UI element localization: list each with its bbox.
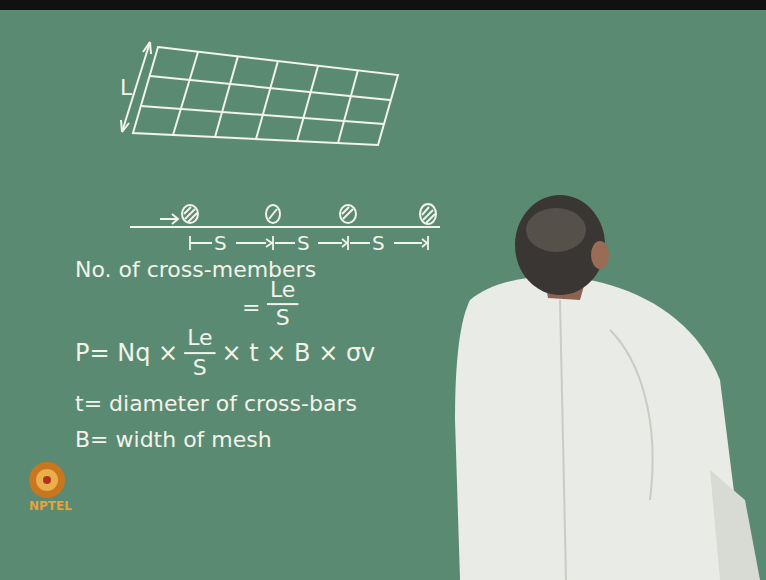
lecturer	[455, 195, 760, 580]
chalk-text: Le	[187, 326, 212, 350]
mesh-grid	[133, 47, 398, 145]
chalk-text: × t × B × σv	[222, 340, 376, 366]
chalk-text: P= Nq ×	[75, 340, 178, 366]
nptel-logo	[29, 462, 65, 498]
chalk-text: S	[193, 356, 207, 380]
chalk-text: S	[297, 232, 310, 254]
bar-section	[130, 214, 440, 227]
chalk-text: S	[276, 306, 290, 330]
chalk-text: S	[372, 232, 385, 254]
chalk-text: B= width of mesh	[75, 428, 272, 452]
chalk-text: =	[242, 296, 260, 320]
chalk-text: S	[214, 232, 227, 254]
top-band	[0, 0, 766, 10]
cross-bar-circles	[182, 204, 436, 224]
chalk-text: t= diameter of cross-bars	[75, 392, 357, 416]
chalk-text: L	[120, 76, 132, 100]
logo-text: NPTEL	[29, 500, 72, 513]
fraction-bar	[184, 352, 215, 354]
chalk-text: Le	[270, 278, 295, 302]
dimension-arrow	[121, 42, 151, 132]
fraction-bar	[267, 303, 298, 305]
